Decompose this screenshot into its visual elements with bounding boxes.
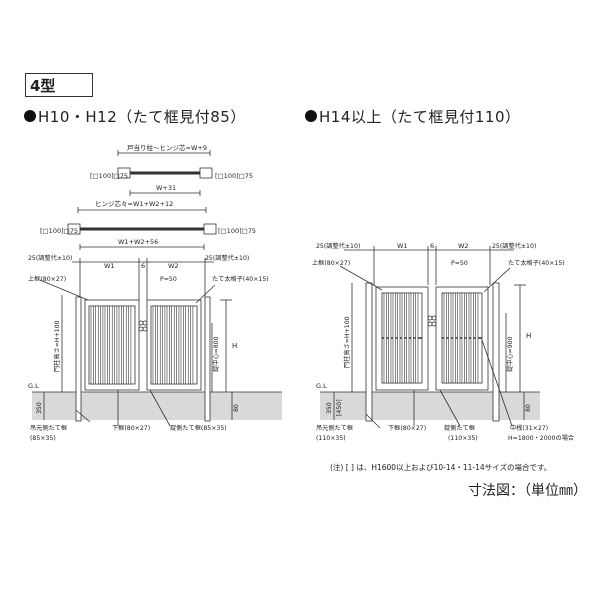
right-center-height: 錠中心=900 [506,336,514,372]
right-mid-rail-note: H=1800・2000の場合 [508,434,574,442]
left-dim-w56: W1+W2+56 [118,238,158,246]
left-vert-slat: たて太格子(40×15) [212,275,269,283]
gate-slat [397,292,401,384]
left-box-c: [□100]□75 [40,227,78,235]
gate-slat [166,305,170,385]
right-bottom-rail: 下框(80×27) [388,424,426,432]
left-box-d: [□100]□75 [218,227,256,235]
type-label: 4型 [25,73,93,97]
left-adj-left: 25(調整代±10) [28,254,72,262]
gate-slat [461,292,465,384]
gate-slat [118,305,122,385]
right-hinge-stile-size: (110×35) [316,435,346,442]
right-hinge-stile: 吊元側たて框 [316,424,353,432]
gate-slat [410,292,414,384]
right-gate-slats-1 [383,292,419,384]
left-h: H [232,342,237,350]
right-section-heading: H14以上（たて框見付110） [305,106,521,127]
right-post-height: 門柱高さ=H+100 [343,316,351,368]
gate-slat [190,305,194,385]
gate-slat [475,292,479,384]
right-mid-rail: 中桟(31×27) [510,424,548,432]
gate-slat [383,292,387,384]
left-hinge-stile-size: (85×35) [30,435,56,442]
footnote: (注) [ ] は、H1600以上および10-14・11-14サイズの場合です。 [330,463,552,472]
right-depth80: 80 [525,404,532,412]
right-h: H [526,332,531,340]
left-gl: G.L [28,382,39,390]
left-dim-hinge: ヒンジ芯々=W1+W2+12 [95,199,173,208]
left-section-heading: H10・H12（たて框見付85） [24,106,246,127]
left-gate-slats-1 [90,305,132,385]
gate-slat [401,292,405,384]
left-post-height: 門柱高さ=H+100 [53,320,61,372]
right-lock-stile: 錠側たて框 [444,424,475,432]
left-p50: P=50 [160,276,177,283]
left-bottom-rail: 下框(80×27) [112,424,150,432]
gate-slat [171,305,175,385]
right-six: 6 [430,242,434,250]
gate-slat [392,292,396,384]
gate-slat [466,292,470,384]
right-lock-stile-size: (110×35) [448,435,478,442]
gate-slat [415,292,419,384]
left-depth350: 350 [36,402,43,414]
right-gate-slats-2 [443,292,479,384]
right-adj-left: 25(調整代±10) [316,242,360,250]
gate-slat [95,305,99,385]
gate-slat [100,305,104,385]
bullet-icon [305,109,317,122]
left-box-b: [□100]□75 [215,172,253,180]
gate-slat [123,305,127,385]
right-w1: W1 [397,242,408,250]
left-dim-w31: W+31 [156,184,176,192]
left-diagram [32,150,282,427]
gate-slat [388,292,392,384]
left-six: 6 [141,262,145,270]
right-vert-slat: たて太格子(40×15) [508,259,565,267]
gate-slat [152,305,156,385]
left-dim-top1: 戸当り柱～ヒンジ芯=W+9 [127,143,207,152]
gate-slat [114,305,118,385]
left-lock-stile: 錠側たて框(85×35) [170,424,227,432]
gate-slat [90,305,94,385]
right-depth450: [450] [336,399,343,416]
gate-slat [185,305,189,385]
right-adj-right: 25(調整代±10) [492,242,536,250]
gate-slat [448,292,452,384]
left-hinge-stile: 吊元側たて框 [30,424,67,432]
gate-slat [443,292,447,384]
right-depth350: 350 [326,402,333,414]
right-gl: G.L [316,382,327,390]
left-box-a: [□100]□75 [90,172,128,180]
right-top-rail: 上框(80×27) [312,259,350,267]
gate-slat [157,305,161,385]
gate-slat [109,305,113,385]
right-p50: P=50 [451,260,468,267]
left-w2: W2 [168,262,179,270]
gate-slat [470,292,474,384]
gate-slat [176,305,180,385]
unit-label: 寸法図：（単位㎜） [468,483,587,499]
right-diagram [320,246,540,429]
left-depth80: 80 [233,404,240,412]
gate-slat [180,305,184,385]
gate-slat [162,305,166,385]
bullet-icon [24,109,36,122]
right-w2: W2 [458,242,469,250]
left-top-rail: 上框(80×27) [28,275,66,283]
gate-slat [128,305,132,385]
left-adj-right: 25(調整代±10) [205,254,249,262]
gate-slat [457,292,461,384]
left-gate-slats-2 [152,305,194,385]
left-w1: W1 [104,262,115,270]
gate-slat [104,305,108,385]
gate-slat [452,292,456,384]
gate-slat [406,292,410,384]
left-center-height: 錠中心=800 [212,336,220,372]
